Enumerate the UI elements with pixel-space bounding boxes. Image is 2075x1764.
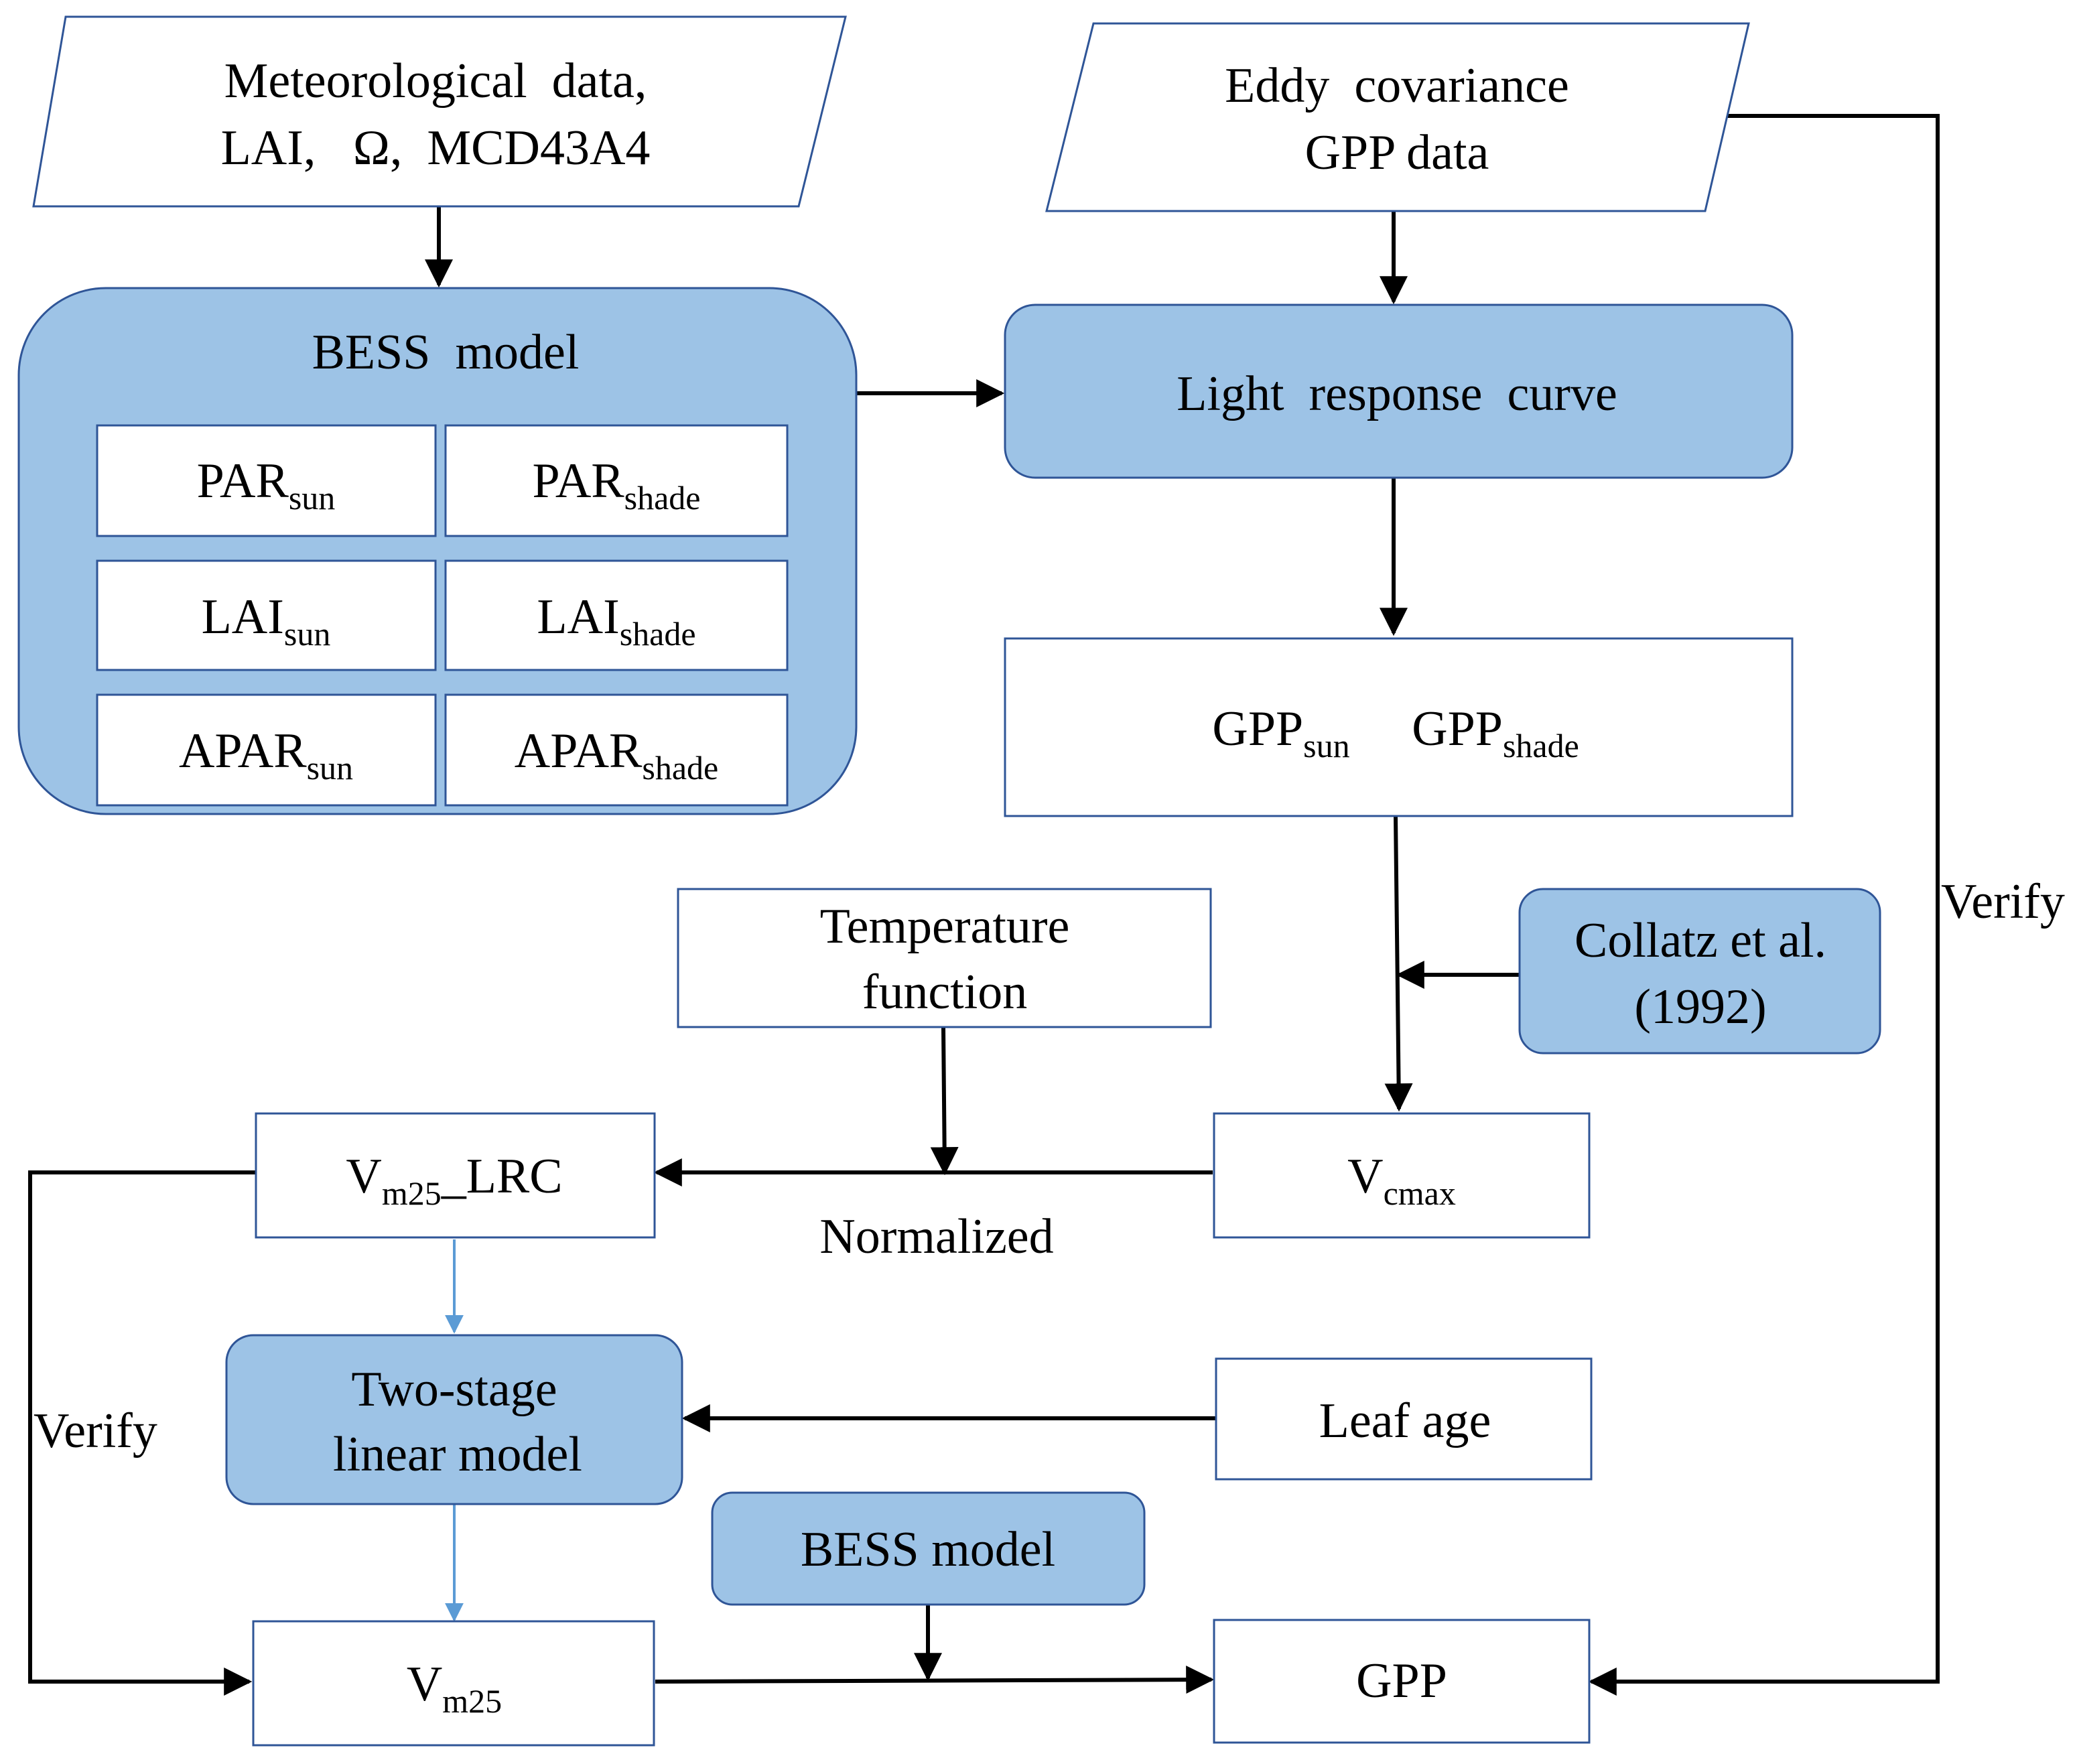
collatz-reference: Collatz et al. (1992) [1518, 888, 1881, 1055]
arrow-verify-right-loop [1588, 114, 1940, 1696]
gpp-sun-shade-box [1004, 637, 1794, 817]
vcmax: Vcmax [1213, 1112, 1591, 1239]
vm25-label: Vm25 [407, 1657, 502, 1720]
gpp-sun-label: GPPsun [1212, 701, 1349, 764]
gpp-sun-shade: GPPsun GPPshade [1004, 637, 1794, 817]
lai-shade-cell [444, 559, 789, 671]
gpp-shade-label: GPPshade [1412, 701, 1579, 764]
meteorological-data-line1: Meteorological data, [224, 54, 647, 109]
connectors [28, 114, 1940, 1696]
two-stage-linear-model-line2: linear model [333, 1427, 582, 1482]
eddy-covariance-shape [1045, 22, 1750, 212]
par-shade-cell [444, 424, 789, 537]
eddy-covariance-line2: GPP data [1305, 125, 1489, 180]
vm25: Vm25 [252, 1620, 655, 1747]
leaf-age: Leaf age [1215, 1357, 1593, 1481]
verify-right-label: Verify [1941, 874, 2065, 929]
gpp-output-box [1213, 1619, 1591, 1744]
temperature-function-line2: function [862, 965, 1028, 1020]
gpp-output-label: GPP [1356, 1653, 1447, 1708]
apar-sun-cell [96, 693, 437, 807]
light-response-curve-box [1004, 303, 1794, 479]
bess-model-top-title: BESS model [312, 325, 580, 380]
temperature-function: Temperature function [677, 888, 1212, 1028]
eddy-covariance-input: Eddy covariance GPP data [1045, 22, 1750, 212]
lai-sun-cell [96, 559, 437, 671]
temperature-function-line1: Temperature [820, 899, 1070, 954]
bess-model-top: BESS model PARsun PARshade LAIsun LAIsha… [17, 287, 858, 815]
vm25-lrc-box [255, 1112, 656, 1239]
meteorological-data-input: Meteorological data, LAI, Ω, MCD43A4 [32, 15, 847, 208]
normalized-label: Normalized [819, 1209, 1053, 1264]
collatz-reference-line2: (1992) [1634, 979, 1766, 1034]
eddy-covariance-line1: Eddy covariance [1225, 58, 1569, 113]
two-stage-linear-model: Two-stage linear model [225, 1334, 683, 1505]
collatz-reference-box [1518, 888, 1881, 1055]
apar-shade-cell [444, 693, 789, 807]
light-response-curve: Light response curve [1004, 303, 1794, 479]
apar-shade-label: APARshade [515, 724, 718, 787]
lai-sun-label: LAIsun [202, 590, 331, 653]
apar-sun-label: APARsun [179, 724, 353, 787]
two-stage-linear-model-line1: Two-stage [351, 1362, 557, 1417]
arrow-verify-left-loop [28, 1170, 256, 1696]
arrow-temp-to-normalized [930, 1026, 959, 1176]
vm25-box [252, 1620, 655, 1747]
bess-model-top-container [17, 287, 858, 815]
arrow-vm25-to-gpp [655, 1666, 1215, 1694]
gpp-output: GPP [1213, 1619, 1591, 1744]
meteorological-data-line2: LAI, Ω, MCD43A4 [221, 121, 651, 176]
vm25-lrc-label: Vm25_LRC [346, 1149, 562, 1212]
lai-shade-label: LAIshade [537, 590, 695, 653]
leaf-age-box [1215, 1357, 1593, 1481]
temperature-function-box [677, 888, 1212, 1028]
par-sun-cell [96, 424, 437, 537]
vcmax-label: Vcmax [1347, 1149, 1456, 1212]
par-sun-label: PARsun [197, 454, 336, 517]
par-shade-label: PARshade [532, 454, 700, 517]
verify-left-label: Verify [34, 1404, 157, 1458]
collatz-reference-line1: Collatz et al. [1575, 913, 1826, 968]
leaf-age-label: Leaf age [1319, 1394, 1491, 1448]
vm25-lrc: Vm25_LRC [255, 1112, 656, 1239]
bess-model-bottom: BESS model [711, 1491, 1146, 1606]
meteorological-data-shape [32, 15, 847, 208]
arrow-gpp-split-to-vcmax [1384, 815, 1413, 1112]
vcmax-box [1213, 1112, 1591, 1239]
light-response-curve-label: Light response curve [1177, 366, 1617, 421]
bess-model-bottom-label: BESS model [801, 1522, 1055, 1577]
bess-model-bottom-box [711, 1491, 1146, 1606]
two-stage-linear-model-box [225, 1334, 683, 1505]
